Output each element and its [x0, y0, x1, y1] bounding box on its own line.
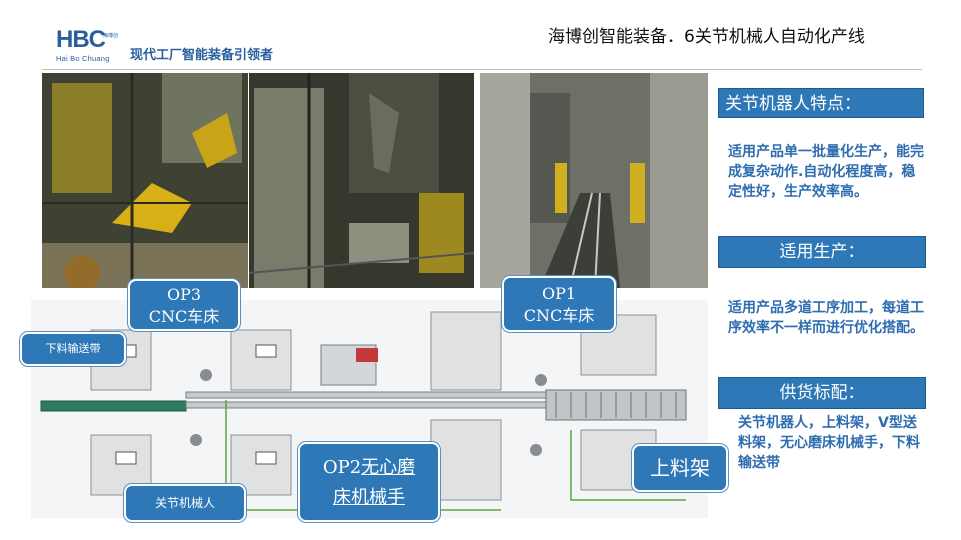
header-divider [42, 69, 922, 70]
callout-op1-cnc-lathe: OP1 CNC车床 [502, 276, 616, 332]
page-title: 海博创智能装备．6关节机械人自动化产线 [548, 27, 865, 47]
callout-op1-line1: OP1 [541, 284, 577, 303]
logo-mark: HBC [56, 26, 106, 53]
callout-op2-line2: 床机械手 [333, 487, 405, 508]
logo-subtext: Hai Bo Chuang [56, 54, 110, 63]
logo-tiny-text: 海博创 [103, 33, 119, 39]
callout-op3-line2: CNC车床 [148, 307, 220, 326]
usage-heading: 适用生产： [718, 236, 926, 268]
callout-op2-code: OP2 [322, 457, 362, 478]
features-text: 适用产品单一批量化生产，能完成复杂动作.自动化程度高，稳定性好，生产效率高。 [728, 144, 924, 200]
callout-unloading-belt: 下料输送带 [20, 332, 126, 366]
company-logo: HBC 海博创 Hai Bo Chuang [56, 28, 120, 64]
photo-robot-cell-left [42, 73, 248, 288]
callout-loading-rack: 上料架 [632, 444, 728, 492]
photo-production-line [480, 73, 708, 288]
features-heading: 关节机器人特点： [718, 88, 924, 118]
supply-heading: 供货标配： [718, 377, 926, 409]
callout-op2-grinder-manipulator: OP2无心磨 床机械手 [298, 442, 440, 522]
callout-op2-line1: 无心磨 [361, 457, 416, 478]
callout-op1-line2: CNC车床 [523, 306, 595, 325]
callout-joint-robot: 关节机械人 [124, 484, 246, 522]
callout-op3-cnc-lathe: OP3 CNC车床 [128, 279, 240, 331]
company-slogan: 现代工厂智能装备引领者 [130, 48, 274, 63]
photo-robot-cell-middle [249, 73, 474, 288]
callout-op3-line1: OP3 [166, 285, 202, 304]
usage-text: 适用产品多道工序加工，每道工序效率不一样而进行优化搭配。 [728, 300, 924, 336]
supply-text: 关节机器人，上料架，V型送料架，无心磨床机械手，下料输送带 [738, 415, 920, 471]
